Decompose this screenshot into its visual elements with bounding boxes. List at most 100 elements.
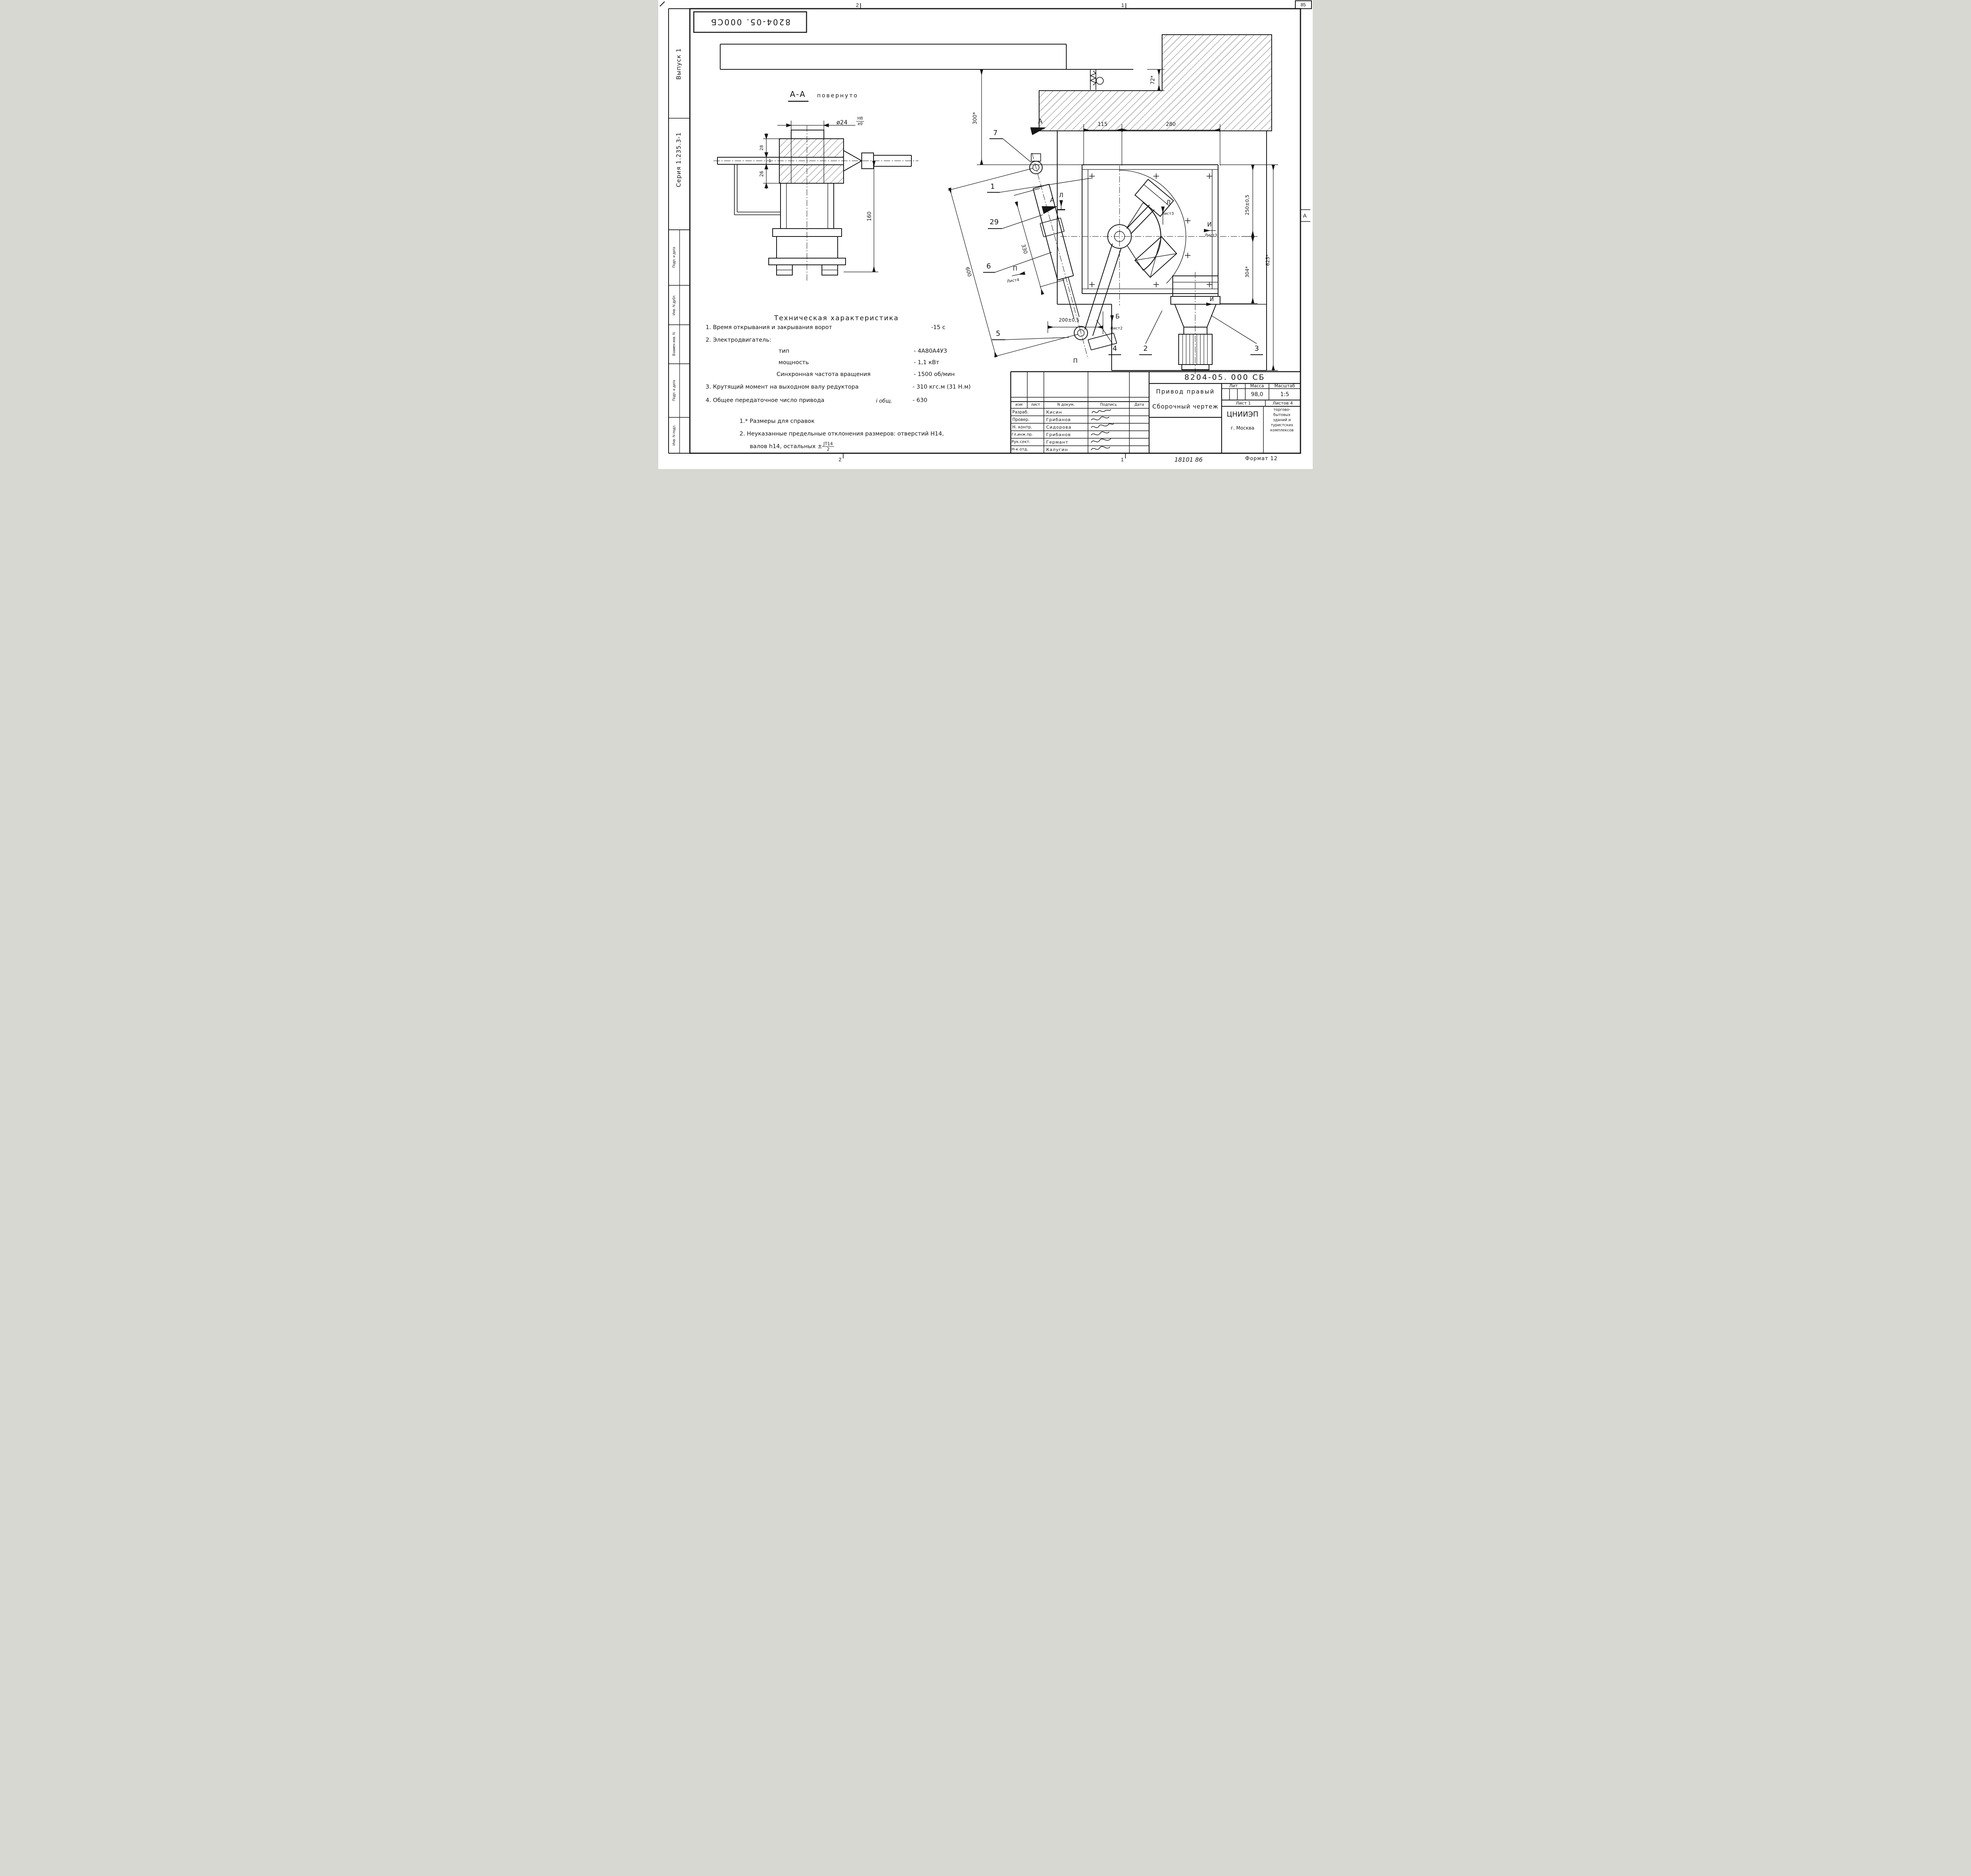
tol-den: e9 [857, 121, 863, 127]
sidebar-box-label-0: Подп. и дата [672, 247, 676, 268]
section-a-mid: А [1050, 196, 1054, 204]
tb-mass-value: 98,0 [1251, 391, 1263, 398]
view-l-right: Л [1166, 199, 1171, 206]
dim-304: 304* [1244, 266, 1250, 278]
tb-role-5: Н-к отд. [1012, 447, 1028, 452]
dim-72: 72* [1150, 75, 1156, 85]
dim-280: 280 [1166, 121, 1176, 128]
title-block-grid [1010, 371, 1300, 453]
tb-name-line1: Привод правый [1156, 388, 1215, 395]
bottom-tick-left-label: 2 [838, 456, 842, 463]
inventory-number: 18101 86 [1174, 456, 1203, 463]
dim-28: 28 [759, 145, 764, 151]
section-view-dimensions [763, 121, 878, 272]
view-p-right: П [1013, 265, 1017, 272]
tech-row-3-value: - 1,1 кВт [914, 359, 939, 366]
callout-7: 7 [993, 129, 998, 137]
tb-role-1: Провер. [1012, 417, 1030, 422]
tb-name-line2: Сборочный чертеж [1152, 403, 1218, 410]
tb-org-dept-0: торгово- [1273, 408, 1291, 412]
callout-6: 6 [986, 262, 991, 270]
dim-dia24: ø24 [836, 119, 848, 126]
view-b-sheet: Лист2 [1110, 326, 1123, 331]
tb-org-dept-1: бытовых [1273, 413, 1291, 417]
callout-leaders [983, 127, 1263, 355]
sidebar-box-label-4: Инв. N подл. [672, 424, 676, 446]
tech-row-5-value: - 310 кгс.м (31 Н.м) [913, 383, 971, 390]
main-view [1029, 34, 1272, 374]
dim-115: 115 [1097, 121, 1108, 128]
tech-row-6-sub: i общ. [876, 398, 892, 404]
tech-row-4-label: Синхронная частота вращения [777, 371, 871, 378]
tb-mass-label: Масса [1250, 383, 1264, 389]
tb-doc-number: 8204-05. 000 СБ [1184, 373, 1265, 382]
tech-note-0: 1.* Размеры для справок [740, 418, 815, 424]
tb-role-0: Разраб. [1012, 409, 1029, 415]
drawing-linework [659, 0, 1312, 458]
signatures [1091, 409, 1114, 450]
aa-title: А-А [790, 89, 806, 99]
section-view-aa [714, 44, 1133, 282]
dim-160: 160 [866, 211, 873, 221]
tech-row-6-value: - 630 [913, 397, 928, 404]
tb-org-city: г. Москва [1231, 425, 1254, 431]
tb-person-1: Грибанов [1046, 417, 1071, 422]
tb-org-dept-2: зданий и [1273, 418, 1291, 422]
tech-row-3-label: мощность [779, 359, 809, 366]
tb-person-0: Кисин [1046, 409, 1062, 415]
sidebar-issue: Выпуск 1 [675, 48, 682, 80]
main-view-dimensions [948, 69, 1278, 371]
tech-note-2-text: валов h14, остальных ± [750, 443, 822, 450]
view-l-right-sheet: Лист3 [1161, 212, 1174, 216]
view-l-left: Л [1059, 192, 1064, 199]
dim-26: 26 [759, 171, 764, 177]
view-p-bottom: П [1073, 357, 1078, 365]
dim-1: 1 [768, 158, 771, 164]
tech-row-0-label: 1. Время открывания и закрывания ворот [706, 324, 832, 331]
tech-row-2-label: тип [779, 348, 790, 354]
tech-row-4-value: - 1500 об/мин [914, 371, 955, 378]
top-tick-left-label: 2 [856, 2, 859, 8]
tb-org-dept-3: туристских [1271, 423, 1293, 428]
sidebar-series: Серия 1.235.3-1 [675, 132, 682, 187]
tech-note-2-frac-den: 2 [827, 447, 830, 452]
tb-scale-value: 1:5 [1280, 391, 1289, 398]
tb-col-sign: Подпись [1100, 402, 1117, 407]
tech-row-5-label: 3. Крутящий момент на выходном валу реду… [706, 383, 859, 390]
tb-role-2: Н. контр. [1012, 424, 1032, 430]
tb-col-izm: изм [1015, 402, 1023, 407]
tb-person-2: Сидорова [1046, 424, 1072, 430]
tech-note-2-frac-num: JT14 [822, 442, 834, 447]
tech-title: Техническая характеристика [774, 314, 899, 322]
sidebar-box-label-2: Взамен инв. N [672, 332, 676, 356]
tb-person-5: Калугин [1046, 447, 1068, 452]
tb-person-4: Германт [1046, 439, 1069, 445]
bottom-tick-right-label: 1 [1121, 456, 1124, 463]
tb-org-dept-4: комплексов [1270, 428, 1294, 433]
dim-625: 625* [1265, 254, 1271, 266]
tb-sheets-label: Листов 4 [1272, 400, 1293, 406]
stamp-text: 8204-05. 000СБ [710, 17, 791, 27]
sidebar-box-label-3: Подп. и дата [672, 380, 676, 401]
dim-300: 300* [972, 112, 978, 125]
callout-29: 29 [989, 218, 999, 226]
tb-col-doc: N докум. [1057, 402, 1075, 407]
tb-col-list: лист [1031, 402, 1040, 407]
frame-bolt-marks [1089, 173, 1212, 287]
tb-sheet-label: Лист 1 [1235, 400, 1251, 406]
view-i-right-sheet: Лист3 [1205, 233, 1217, 238]
view-i-right: И [1207, 221, 1212, 228]
clamp-upper [1134, 179, 1174, 217]
tb-role-4: Рук.сект. [1012, 440, 1030, 444]
clamp-lower [1134, 236, 1177, 278]
callout-2: 2 [1143, 344, 1148, 353]
drawing-sheet: 8204-05. 000СБ 85 2 1 2 1 18101 86 Форма… [658, 0, 1313, 469]
tech-note-1: 2. Неуказанные предельные отклонения раз… [740, 430, 944, 437]
callout-4: 4 [1112, 344, 1117, 353]
dim-250: 250±0,5 [1244, 194, 1250, 216]
view-i-bottom: И [1209, 296, 1214, 303]
section-a-top: А [1038, 117, 1043, 125]
tol-num: H8 [856, 116, 864, 122]
